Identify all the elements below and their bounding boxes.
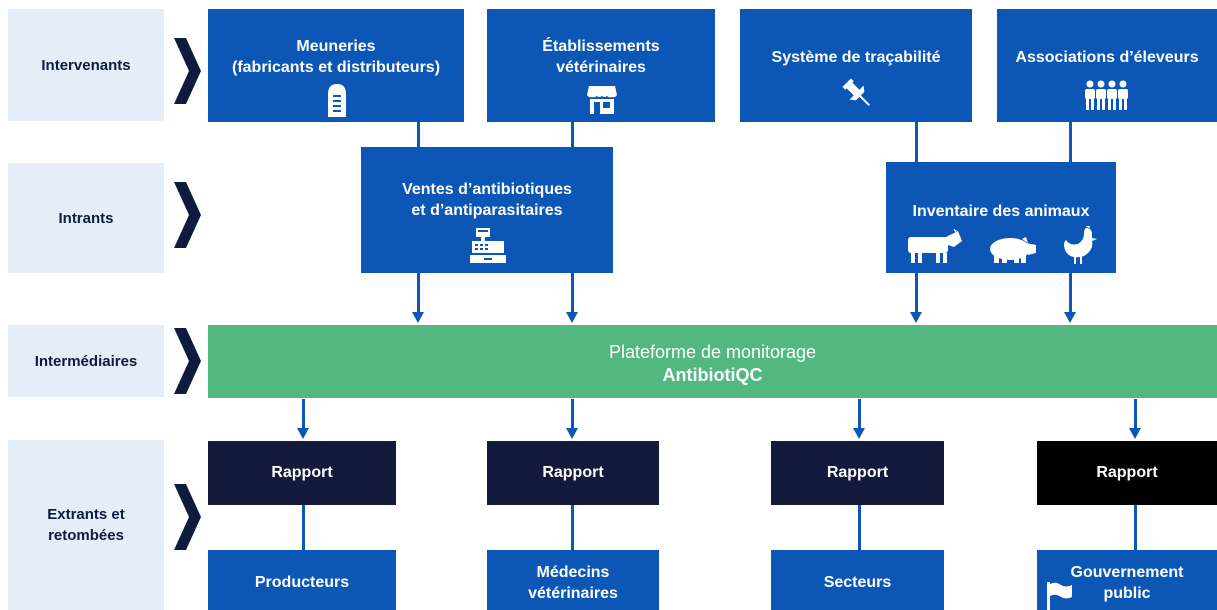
arrow-down-icon (1064, 312, 1076, 323)
box-producteurs-label: Producteurs (254, 574, 350, 591)
connector-line (1069, 122, 1072, 162)
arrow-down-icon (297, 428, 309, 439)
arrow-down-icon (566, 428, 578, 439)
people-icon (1085, 80, 1128, 110)
box-secteurs: Secteurs (771, 550, 944, 610)
pushpin-icon (842, 78, 871, 107)
platform-banner: Plateforme de monitorage AntibiotiQC (208, 325, 1217, 398)
box-ventes: Ventes d’antibiotiques et d’antiparasita… (361, 147, 613, 273)
box-tracabilite-label: Système de traçabilité (771, 49, 941, 66)
box-medecins: Médecins vétérinaires (487, 550, 659, 610)
box-associations-label: Associations d’éleveurs (1015, 49, 1199, 66)
arrow-down-icon (910, 312, 922, 323)
box-medecins-label: Médecins vétérinaires (528, 564, 618, 602)
box-ventes-label: Ventes d’antibiotiques et d’antiparasita… (402, 181, 572, 219)
connector-line (417, 273, 420, 313)
flag-icon (1047, 582, 1072, 610)
connector-line (571, 273, 574, 313)
connector-line (1134, 399, 1137, 429)
arrow-down-icon (412, 312, 424, 323)
chicken-icon (1064, 226, 1097, 264)
cow-icon (908, 229, 962, 263)
box-etablissements: Établissements vétérinaires (487, 9, 715, 122)
silo-icon (328, 84, 346, 117)
row-label-intrants: Intrants (8, 163, 164, 273)
platform-title: Plateforme de monitorage (608, 342, 817, 362)
connector-line (571, 505, 574, 550)
box-producteurs: Producteurs (208, 550, 396, 610)
chevron-right-icon (174, 38, 201, 104)
connector-line (417, 122, 420, 148)
box-meuneries: Meuneries (fabricants et distributeurs) (208, 9, 464, 122)
box-gouvernement-label: Gouvernement public (1070, 564, 1184, 602)
row-label-extrants: Extrants et retombées (8, 440, 164, 610)
pig-icon (990, 237, 1036, 263)
row-label-intermediaires: Intermédiaires (8, 325, 164, 397)
connector-line (302, 505, 305, 550)
box-etablissements-label: Établissements vétérinaires (542, 38, 660, 76)
connector-line (915, 122, 918, 162)
platform-name: AntibiotiQC (662, 365, 763, 385)
connector-line (1069, 273, 1072, 313)
box-gouvernement: Gouvernement public (1037, 550, 1217, 610)
connector-line (915, 273, 918, 313)
arrow-down-icon (1129, 428, 1141, 439)
connector-line (571, 399, 574, 429)
box-tracabilite: Système de traçabilité (740, 9, 972, 122)
chevron-right-icon (174, 484, 201, 550)
rapport-box: Rapport (208, 441, 396, 505)
chevron-right-icon (174, 328, 201, 394)
store-icon (587, 86, 617, 114)
arrow-down-icon (853, 428, 865, 439)
rapport-box: Rapport (1037, 441, 1217, 505)
connector-line (858, 505, 861, 550)
box-inventaire: Inventaire des animaux (886, 162, 1116, 273)
connector-line (302, 399, 305, 429)
box-meuneries-label: Meuneries (fabricants et distributeurs) (231, 38, 441, 76)
connector-line (858, 399, 861, 429)
rapport-box: Rapport (487, 441, 659, 505)
rapport-box: Rapport (771, 441, 944, 505)
chevron-right-icon (174, 182, 201, 248)
connector-line (571, 122, 574, 148)
row-label-intervenants: Intervenants (8, 9, 164, 121)
connector-line (1134, 505, 1137, 550)
box-inventaire-label: Inventaire des animaux (912, 203, 1090, 220)
box-secteurs-label: Secteurs (823, 574, 892, 591)
arrow-down-icon (566, 312, 578, 323)
box-associations: Associations d’éleveurs (997, 9, 1217, 122)
cash-register-icon (470, 228, 506, 263)
